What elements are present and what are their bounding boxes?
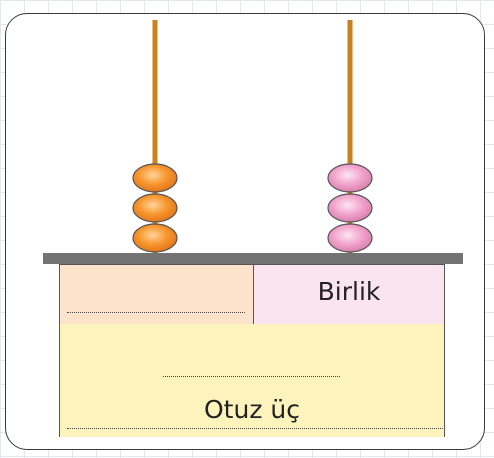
- ones-bead: [327, 223, 373, 253]
- ones-cell: [253, 264, 445, 325]
- tens-rod: [152, 20, 158, 256]
- words-answer-line[interactable]: [67, 428, 443, 429]
- tens-answer-line[interactable]: [67, 312, 245, 313]
- ones-bead: [327, 163, 373, 193]
- ones-beads: [327, 163, 373, 253]
- tens-cell: [59, 264, 254, 325]
- abacus-base: [43, 253, 463, 264]
- number-words-box: [59, 324, 445, 437]
- tens-beads: [132, 163, 178, 253]
- ones-bead: [327, 193, 373, 223]
- tens-bead: [132, 163, 178, 193]
- tens-bead: [132, 223, 178, 253]
- number-in-words: Otuz üç: [204, 395, 300, 424]
- ones-rod: [347, 20, 353, 256]
- ones-label: Birlik: [317, 277, 381, 306]
- digits-answer-line[interactable]: [163, 376, 340, 377]
- tens-bead: [132, 193, 178, 223]
